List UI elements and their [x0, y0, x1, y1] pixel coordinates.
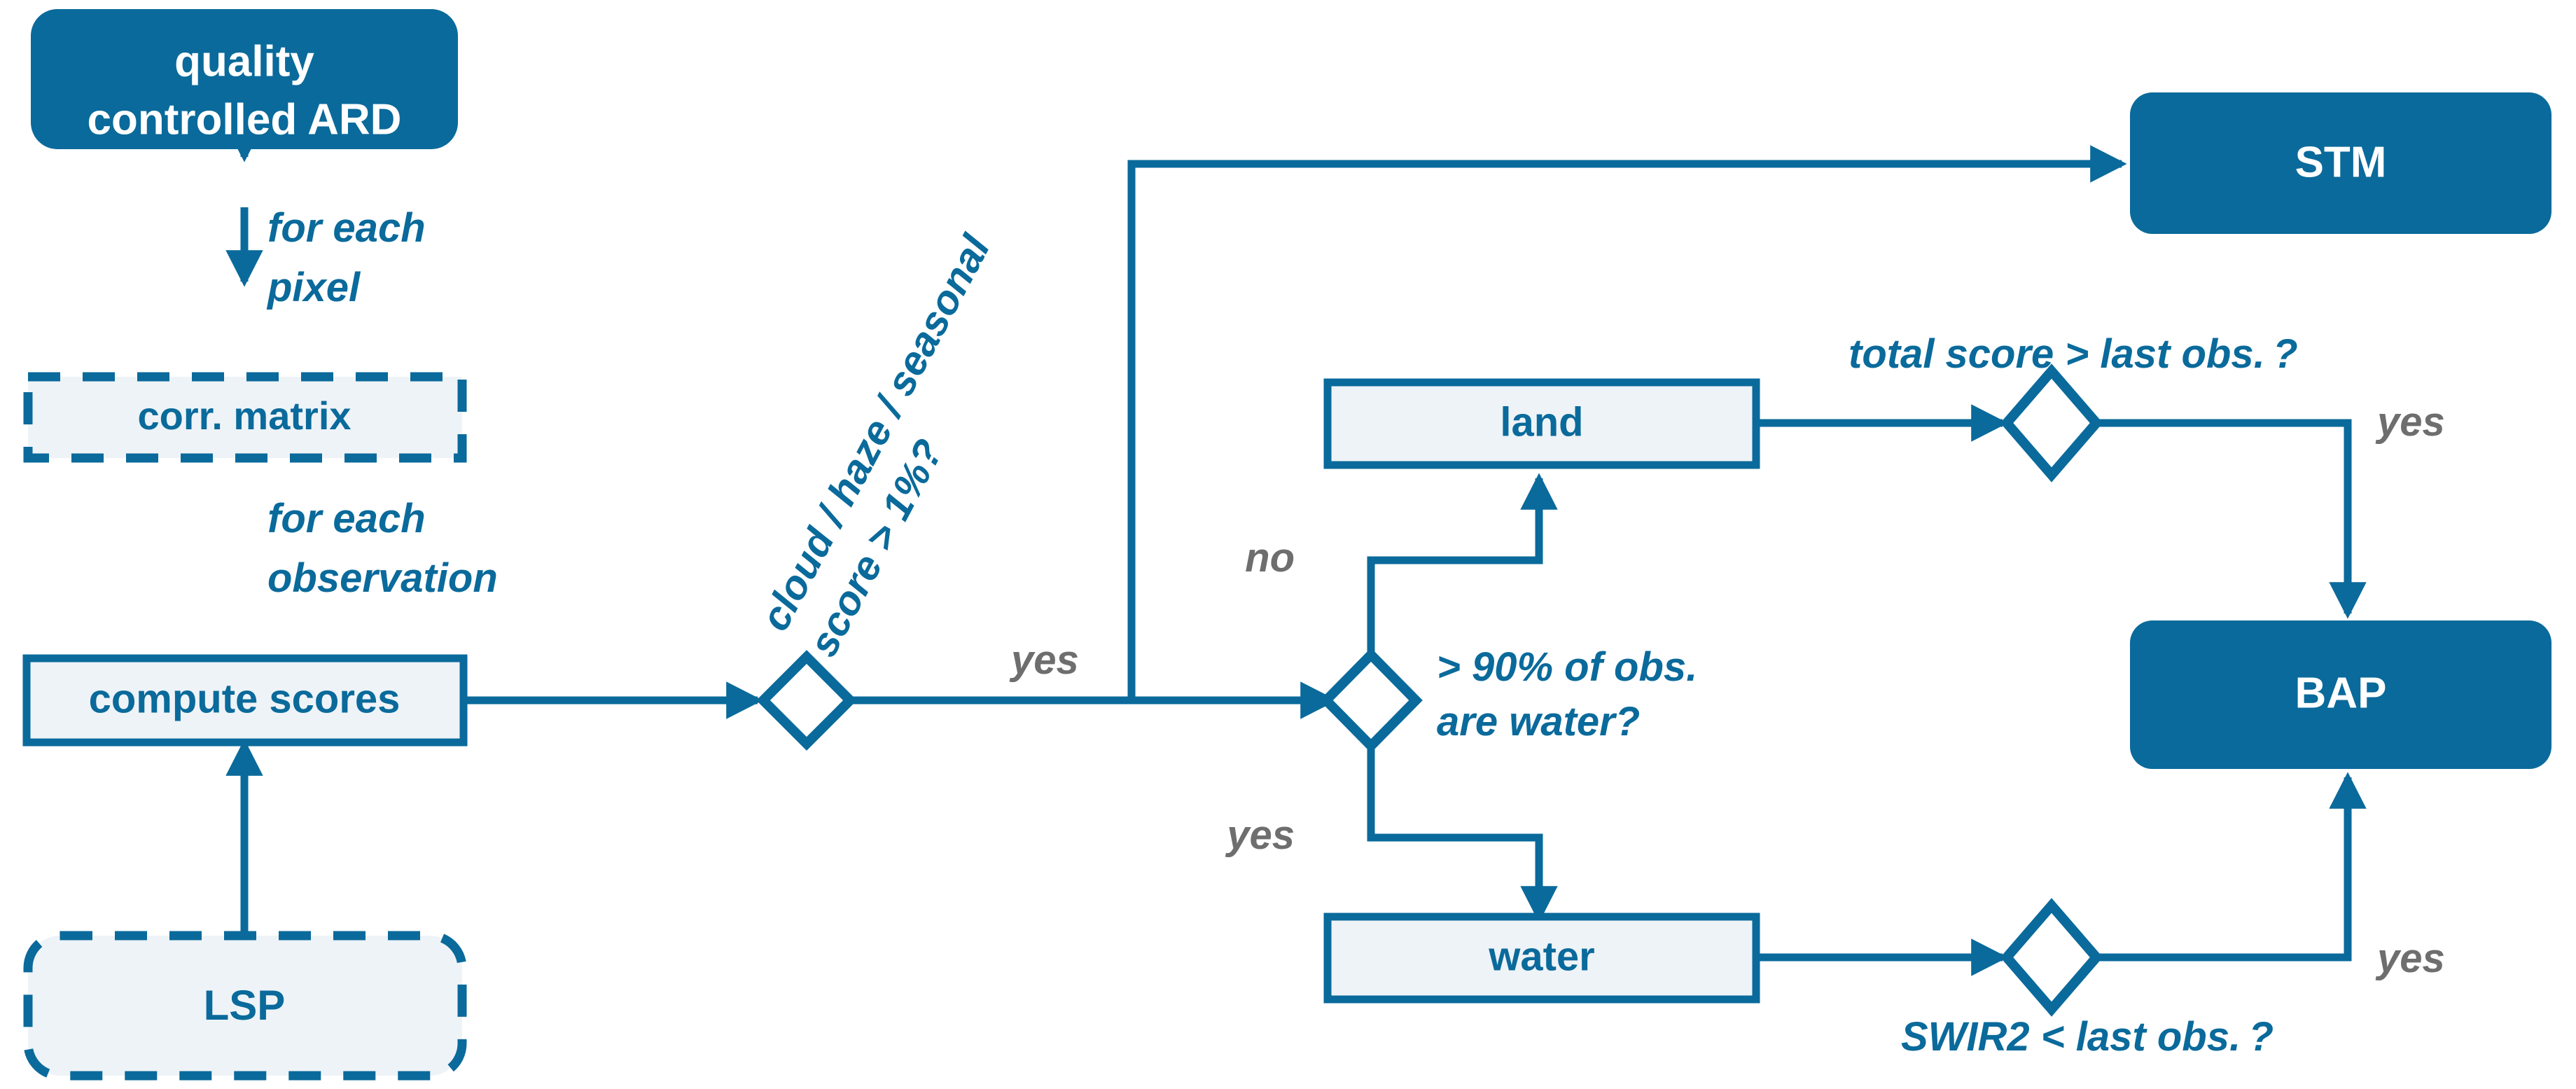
bap-box[interactable] — [2130, 620, 2551, 769]
corr-matrix-label: corr. matrix — [137, 394, 351, 438]
label-yes-cloud: yes — [1009, 637, 1079, 683]
swir2-diamond[interactable] — [2000, 898, 2103, 1017]
land-box[interactable] — [1323, 378, 1760, 469]
node-water[interactable]: water — [1323, 913, 1760, 1004]
label-yes-swir2: yes — [2375, 936, 2445, 981]
edge-junction-to-stm — [1127, 145, 2127, 700]
quality-ard-label-line2: controlled ARD — [88, 95, 402, 144]
label-cloud-haze-group: cloud / haze / seasonal score > 1%? — [752, 227, 999, 664]
quality-ard-box[interactable] — [31, 9, 458, 149]
node-quality-controlled-ard[interactable]: quality controlled ARD — [31, 9, 458, 149]
decision-total-score[interactable] — [2000, 363, 2103, 483]
land-label: land — [1500, 399, 1583, 445]
total-score-diamond[interactable] — [2000, 363, 2103, 483]
stm-label: STM — [2295, 138, 2387, 186]
stm-box[interactable] — [2130, 92, 2551, 234]
quality-ard-label-line1: quality — [174, 37, 314, 85]
edge-waterdecision-yes-to-water — [1367, 700, 1558, 923]
node-land[interactable]: land — [1323, 378, 1760, 469]
lsp-label: LSP — [204, 982, 286, 1029]
water-box[interactable] — [1323, 913, 1760, 1004]
edge-waterdecision-no-to-land — [1367, 473, 1558, 700]
label-no-water-share: no — [1245, 535, 1295, 581]
label-for-each-observation-line2: observation — [267, 555, 498, 601]
decision-cloud-haze-seasonal[interactable] — [756, 650, 857, 751]
lsp-box[interactable] — [23, 931, 467, 1081]
label-swir2: SWIR2 < last obs. ? — [1901, 1014, 2274, 1060]
label-total-score: total score > last obs. ? — [1849, 331, 2298, 377]
label-for-each-pixel-line1: for each — [267, 205, 426, 251]
label-water-share-line2: are water? — [1437, 699, 1640, 744]
node-compute-scores[interactable]: compute scores — [22, 654, 468, 747]
compute-scores-label: compute scores — [89, 676, 401, 721]
cloud-haze-diamond[interactable] — [756, 650, 857, 751]
bap-label: BAP — [2295, 669, 2387, 717]
compute-scores-box[interactable] — [22, 654, 468, 747]
water-share-diamond[interactable] — [1319, 648, 1423, 753]
node-corr-matrix[interactable]: corr. matrix — [23, 372, 467, 463]
node-bap[interactable]: BAP — [2130, 620, 2551, 769]
decision-water-share[interactable] — [1319, 648, 1423, 753]
edge-swir2-yes-to-bap — [2097, 772, 2367, 962]
label-yes-water-share: yes — [1225, 812, 1295, 858]
node-stm[interactable]: STM — [2130, 92, 2551, 234]
decision-swir2[interactable] — [2000, 898, 2103, 1017]
water-label: water — [1488, 934, 1595, 979]
label-water-share-line1: > 90% of obs. — [1437, 644, 1697, 690]
node-lsp[interactable]: LSP — [23, 931, 467, 1081]
label-for-each-observation-line1: for each — [267, 496, 426, 541]
edge-totalscore-yes-to-bap — [2097, 419, 2367, 619]
label-for-each-pixel-line2: pixel — [266, 265, 361, 310]
corr-matrix-box[interactable] — [23, 372, 467, 463]
label-yes-total-score: yes — [2375, 399, 2445, 445]
